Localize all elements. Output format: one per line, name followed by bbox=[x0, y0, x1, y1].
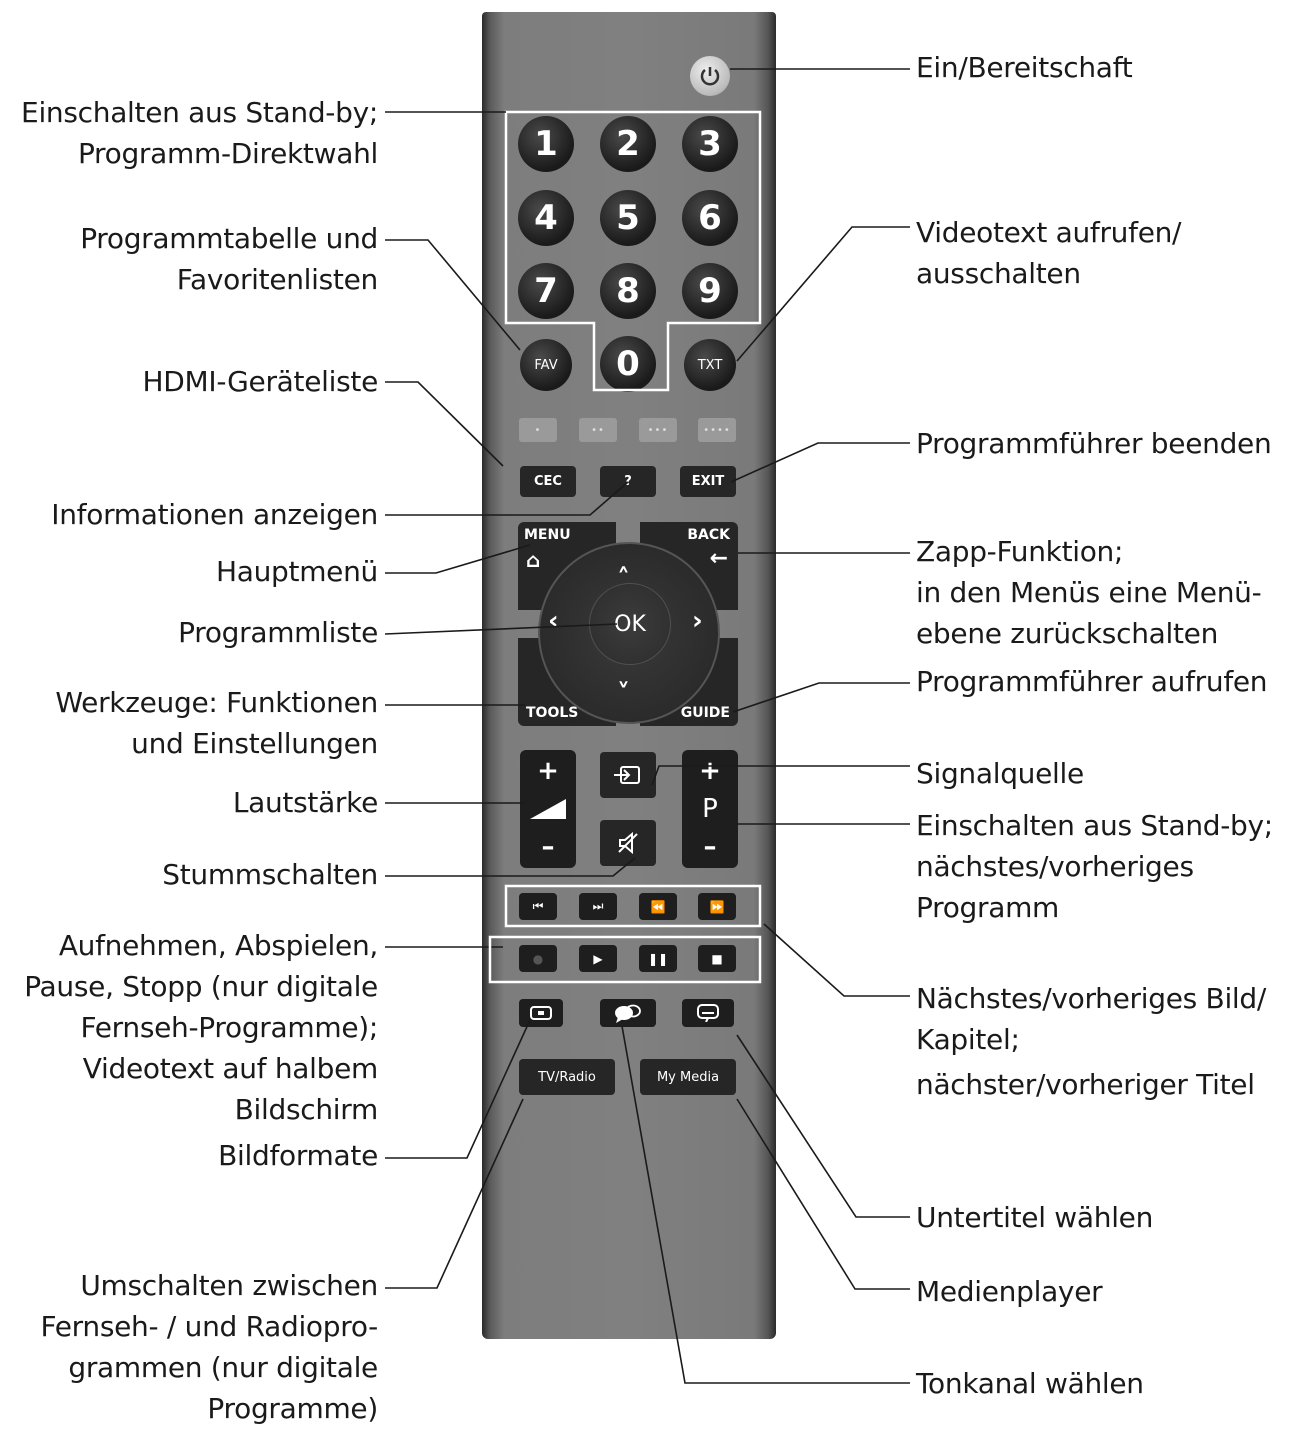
label-record: Aufnehmen, Abspielen, Pause, Stopp (nur … bbox=[24, 925, 378, 1130]
exit-button[interactable]: EXIT bbox=[680, 466, 736, 497]
info-button[interactable]: ? bbox=[600, 466, 656, 497]
tools-label: TOOLS bbox=[526, 705, 579, 721]
audio-channel-button[interactable] bbox=[600, 999, 656, 1027]
mute-icon bbox=[618, 831, 638, 855]
guide-label: GUIDE bbox=[680, 705, 730, 721]
back-arrow-icon: ← bbox=[709, 546, 728, 571]
down-arrow-button[interactable]: ˅ bbox=[617, 679, 630, 709]
pause-button[interactable]: ❚❚ bbox=[639, 945, 677, 972]
previous-chapter-button[interactable]: ⏮ bbox=[519, 893, 557, 920]
fast-forward-button[interactable]: ⏩ bbox=[698, 893, 736, 920]
subtitle-icon bbox=[697, 1004, 719, 1022]
label-teletext: Videotext aufrufen/ ausschalten bbox=[916, 212, 1182, 294]
tv-radio-button[interactable]: TV/Radio bbox=[519, 1059, 615, 1095]
picture-format-button[interactable] bbox=[519, 999, 563, 1027]
label-chapter-text-1: Nächstes/vorheriges Bild/ Kapitel; bbox=[916, 982, 1267, 1056]
digit-1-button[interactable]: 1 bbox=[518, 116, 574, 172]
label-record-text: Aufnehmen, Abspielen, Pause, Stopp (nur … bbox=[24, 929, 378, 1126]
mute-button[interactable] bbox=[600, 820, 656, 866]
ok-button[interactable]: OK bbox=[589, 583, 671, 665]
label-standby-digits: Einschalten aus Stand-by; Programm-Direk… bbox=[21, 92, 378, 174]
label-back: Zapp-Funktion; in den Menüs eine Menü- e… bbox=[916, 531, 1262, 654]
my-media-button[interactable]: My Media bbox=[640, 1059, 736, 1095]
stop-button[interactable]: ■ bbox=[698, 945, 736, 972]
label-media: Medienplayer bbox=[916, 1275, 1103, 1308]
label-tv-radio-text: Umschalten zwischen Fernseh- / und Radio… bbox=[40, 1269, 378, 1425]
label-source: Signalquelle bbox=[916, 757, 1084, 790]
label-format: Bildformate bbox=[218, 1139, 378, 1172]
input-source-icon bbox=[614, 766, 640, 784]
back-label: BACK bbox=[687, 527, 730, 543]
label-audio: Tonkanal wählen bbox=[916, 1367, 1144, 1400]
digit-8-button[interactable]: 8 bbox=[600, 263, 656, 319]
label-tv-radio: Umschalten zwischen Fernseh- / und Radio… bbox=[40, 1265, 378, 1429]
next-chapter-button[interactable]: ⏭ bbox=[579, 893, 617, 920]
txt-button[interactable]: TXT bbox=[684, 339, 736, 391]
digit-2-button[interactable]: 2 bbox=[600, 116, 656, 172]
source-button[interactable] bbox=[600, 752, 656, 798]
power-icon bbox=[700, 67, 720, 86]
rewind-button[interactable]: ⏪ bbox=[639, 893, 677, 920]
label-teletext-text: Videotext aufrufen/ ausschalten bbox=[916, 216, 1182, 290]
label-volume: Lautstärke bbox=[232, 786, 378, 819]
power-button[interactable] bbox=[690, 56, 730, 96]
label-tools-text: Werkzeuge: Funktionen und Einstellungen bbox=[55, 686, 378, 760]
digit-3-button[interactable]: 3 bbox=[682, 116, 738, 172]
picture-format-icon bbox=[530, 1006, 552, 1020]
label-fav-text: Programmtabelle und Favoritenlisten bbox=[80, 222, 378, 296]
label-mute: Stummschalten bbox=[162, 858, 378, 891]
digit-6-button[interactable]: 6 bbox=[682, 190, 738, 246]
label-menu: Hauptmenü bbox=[215, 555, 378, 588]
digit-9-button[interactable]: 9 bbox=[682, 263, 738, 319]
record-button[interactable]: ● bbox=[519, 945, 557, 972]
label-guide: Programmführer aufrufen bbox=[916, 665, 1268, 698]
digit-4-button[interactable]: 4 bbox=[518, 190, 574, 246]
digit-7-button[interactable]: 7 bbox=[518, 263, 574, 319]
label-chapter: Nächstes/vorheriges Bild/ Kapitel; nächs… bbox=[916, 978, 1266, 1105]
program-rocker[interactable]: + P – bbox=[682, 750, 738, 868]
right-arrow-button[interactable]: › bbox=[692, 606, 703, 636]
program-p-label: P bbox=[702, 794, 718, 824]
label-ok: Programmliste bbox=[178, 616, 378, 649]
home-icon: ⌂ bbox=[526, 548, 541, 572]
program-minus-label: – bbox=[703, 832, 717, 862]
label-standby-digits-text: Einschalten aus Stand-by; Programm-Direk… bbox=[21, 96, 378, 170]
volume-rocker[interactable]: + – bbox=[520, 750, 576, 868]
fav-button[interactable]: FAV bbox=[520, 339, 572, 391]
label-info: Informationen anzeigen bbox=[51, 498, 378, 531]
volume-bars-icon bbox=[530, 799, 566, 819]
program-plus-label: + bbox=[699, 756, 721, 786]
left-arrow-button[interactable]: ‹ bbox=[548, 606, 559, 636]
label-fav: Programmtabelle und Favoritenlisten bbox=[80, 218, 378, 300]
volume-minus-label: – bbox=[541, 832, 555, 862]
label-hdmi: HDMI-Geräteliste bbox=[142, 365, 378, 398]
cec-button[interactable]: CEC bbox=[520, 466, 576, 497]
play-button[interactable]: ▶ bbox=[579, 945, 617, 972]
color-key-1-button[interactable]: • bbox=[519, 418, 557, 442]
color-key-3-button[interactable]: ••• bbox=[639, 418, 677, 442]
menu-label: MENU bbox=[524, 527, 571, 543]
label-power: Ein/Bereitschaft bbox=[916, 51, 1133, 84]
volume-plus-label: + bbox=[537, 756, 559, 786]
label-exit: Programmführer beenden bbox=[916, 427, 1272, 460]
label-tools: Werkzeuge: Funktionen und Einstellungen bbox=[55, 682, 378, 764]
digit-0-button[interactable]: 0 bbox=[600, 336, 656, 392]
label-back-text: Zapp-Funktion; in den Menüs eine Menü- e… bbox=[916, 535, 1262, 650]
color-key-2-button[interactable]: •• bbox=[579, 418, 617, 442]
label-subtitle: Untertitel wählen bbox=[916, 1201, 1154, 1234]
label-program-text: Einschalten aus Stand-by; nächstes/vorhe… bbox=[916, 809, 1273, 924]
subtitle-button[interactable] bbox=[682, 999, 734, 1027]
label-program: Einschalten aus Stand-by; nächstes/vorhe… bbox=[916, 805, 1273, 928]
color-key-4-button[interactable]: •••• bbox=[698, 418, 736, 442]
label-chapter-text-2: nächster/vorheriger Titel bbox=[916, 1068, 1255, 1101]
leader-chapter bbox=[763, 923, 910, 997]
speech-bubble-icon bbox=[615, 1004, 641, 1023]
digit-5-button[interactable]: 5 bbox=[600, 190, 656, 246]
